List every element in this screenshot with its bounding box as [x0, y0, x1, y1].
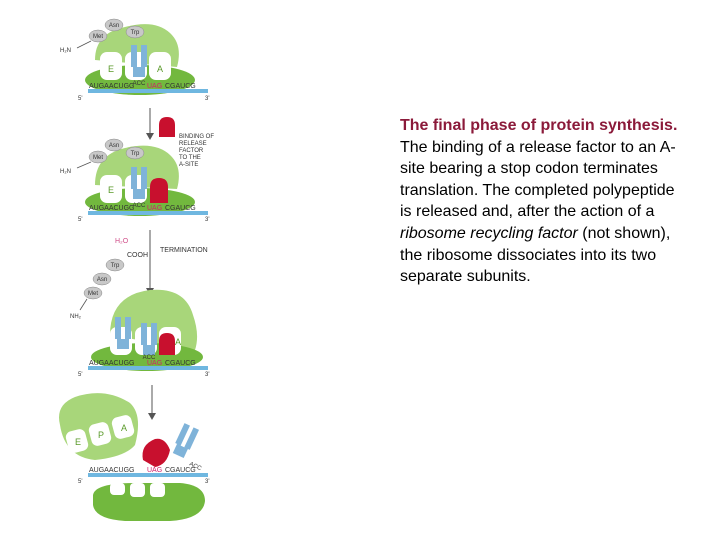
svg-text:Met: Met [93, 155, 103, 161]
small-subunit [93, 483, 205, 521]
site-a-label: A [157, 64, 163, 74]
svg-text:3': 3' [205, 479, 209, 485]
svg-text:CGAUCG: CGAUCG [165, 205, 196, 212]
five-prime-1: 5' [78, 96, 82, 102]
figure-caption: The final phase of protein synthesis. Th… [400, 115, 690, 288]
svg-text:3': 3' [205, 217, 209, 223]
svg-text:5': 5' [78, 217, 82, 223]
caption-text-2: (not shown), the ribosome dissociates in… [400, 224, 671, 286]
svg-text:AUGAACUGG: AUGAACUGG [89, 205, 135, 212]
n-terminus-1: H₂N [60, 48, 71, 54]
svg-text:A: A [121, 423, 127, 433]
svg-text:CGAUCG: CGAUCG [165, 360, 196, 367]
svg-text:P: P [98, 430, 104, 440]
n-terminus-3: NH₂ [70, 314, 82, 320]
site-e-label: E [108, 64, 114, 74]
released-release-factor [142, 438, 170, 467]
panel-4-dissociation: E P A ACC AUGAACUGG UAG CGAUCG 5' 3' [59, 393, 209, 521]
svg-text:CGAUCG: CGAUCG [165, 467, 196, 474]
termination-label: TERMINATION [160, 247, 208, 254]
n-terminus-2: H₂N [60, 169, 71, 175]
svg-text:A: A [175, 337, 181, 347]
panel-1-elongation-complex: E A ACC Trp Asn Met H₂N AUGAACUGG UAG CG… [60, 18, 209, 102]
svg-text:Trp: Trp [131, 151, 140, 157]
svg-text:AUGAACUGG: AUGAACUGG [89, 467, 135, 474]
svg-text:5': 5' [78, 372, 82, 378]
svg-text:Trp: Trp [111, 263, 120, 269]
carboxyl-label: COOH [127, 252, 148, 259]
binding-label: BINDING OF RELEASE FACTOR TO THE A-SITE [179, 134, 214, 168]
protein-synthesis-figure: E A ACC Trp Asn Met H₂N AUGAACUGG UAG CG… [55, 5, 240, 525]
three-prime-1: 3' [205, 96, 209, 102]
svg-text:5': 5' [78, 479, 82, 485]
svg-text:RELEASE: RELEASE [179, 141, 207, 147]
caption-text-1: The binding of a release factor to an A-… [400, 138, 676, 221]
svg-text:FACTOR: FACTOR [179, 148, 204, 154]
release-factor-bound [150, 178, 168, 203]
svg-text:TO THE: TO THE [179, 155, 201, 161]
anticodon-1: ACC [133, 81, 146, 87]
svg-text:A-SITE: A-SITE [179, 162, 198, 168]
svg-text:ACC: ACC [133, 203, 146, 209]
svg-text:UAG: UAG [147, 205, 162, 212]
caption-title: The final phase of protein synthesis. [400, 117, 678, 134]
water-label: H₂O [115, 238, 129, 245]
svg-text:3': 3' [205, 372, 209, 378]
svg-text:BINDING OF: BINDING OF [179, 134, 214, 140]
svg-text:UAG: UAG [147, 467, 162, 474]
caption-italic: ribosome recycling factor [400, 224, 578, 242]
svg-text:UAG: UAG [147, 360, 162, 367]
svg-text:AUGAACUGG: AUGAACUGG [89, 360, 135, 367]
release-factor-free [159, 117, 175, 137]
mrna-prefix-1: AUGAACUGG [89, 83, 135, 90]
trna-1 [131, 45, 147, 77]
amino-trp-1: Trp [131, 30, 140, 36]
a-site [149, 52, 171, 80]
released-polypeptide: Trp Asn Met NH₂ [70, 258, 125, 320]
svg-text:Asn: Asn [97, 277, 107, 283]
svg-text:Asn: Asn [109, 143, 119, 149]
e-site [100, 52, 122, 80]
amino-asn-1: Asn [109, 23, 119, 29]
panel-3-post-termination: A ACC AUGAACUGG UAG CGAUCG 5' 3' [78, 289, 209, 378]
amino-met-1: Met [93, 34, 103, 40]
stop-codon-1: UAG [147, 83, 162, 90]
svg-text:ACC: ACC [188, 461, 203, 472]
released-trna [172, 423, 200, 459]
svg-text:ACC: ACC [143, 355, 156, 361]
svg-text:Met: Met [88, 291, 98, 297]
panel-2-release-factor-bound: E ACC Trp Asn Met H₂N AUGAACUGG UAG CGAU… [60, 138, 209, 223]
svg-text:E: E [75, 437, 81, 447]
mrna-suffix-1: CGAUCG [165, 83, 196, 90]
site-e-label-2: E [108, 185, 114, 195]
